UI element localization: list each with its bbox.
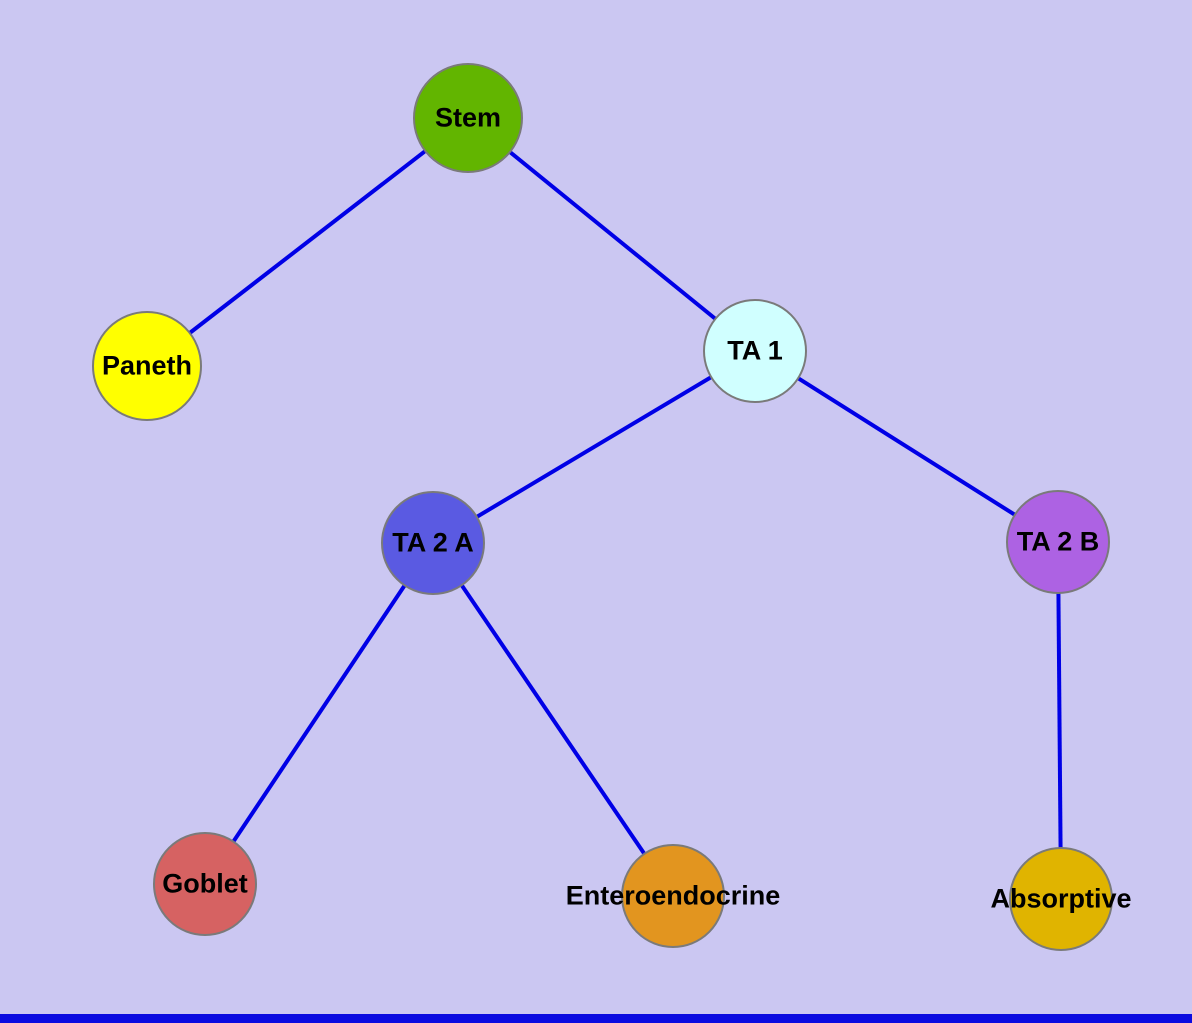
node-label-ta1: TA 1 <box>727 335 783 366</box>
edge-ta2b-absorptive <box>1056 541 1063 900</box>
edge-ta1-ta2b <box>753 349 1060 544</box>
edge-stem-paneth <box>145 116 470 368</box>
bottom-bar <box>0 1014 1192 1023</box>
edge-ta1-ta2a <box>431 349 757 545</box>
node-label-enteroendocrine: Enteroendocrine <box>565 880 781 911</box>
node-enteroendocrine[interactable]: Enteroendocrine <box>566 844 780 948</box>
edge-stem-ta1 <box>466 116 757 353</box>
node-goblet[interactable]: Goblet <box>153 832 257 936</box>
node-label-goblet: Goblet <box>162 868 248 899</box>
node-ta2a[interactable]: TA 2 A <box>381 491 485 595</box>
node-label-absorptive: Absorptive <box>990 883 1132 914</box>
node-absorptive[interactable]: Absorptive <box>990 847 1132 951</box>
node-label-stem: Stem <box>434 102 502 133</box>
node-stem[interactable]: Stem <box>413 63 523 173</box>
node-paneth[interactable]: Paneth <box>92 311 202 421</box>
node-label-ta2a: TA 2 A <box>392 527 474 558</box>
node-ta2b[interactable]: TA 2 B <box>1006 490 1110 594</box>
node-label-paneth: Paneth <box>101 350 193 381</box>
edge-ta2a-enteroendocrine <box>431 541 675 898</box>
node-label-ta2b: TA 2 B <box>1016 526 1100 557</box>
edge-ta2a-goblet <box>203 541 435 886</box>
node-ta1[interactable]: TA 1 <box>703 299 807 403</box>
